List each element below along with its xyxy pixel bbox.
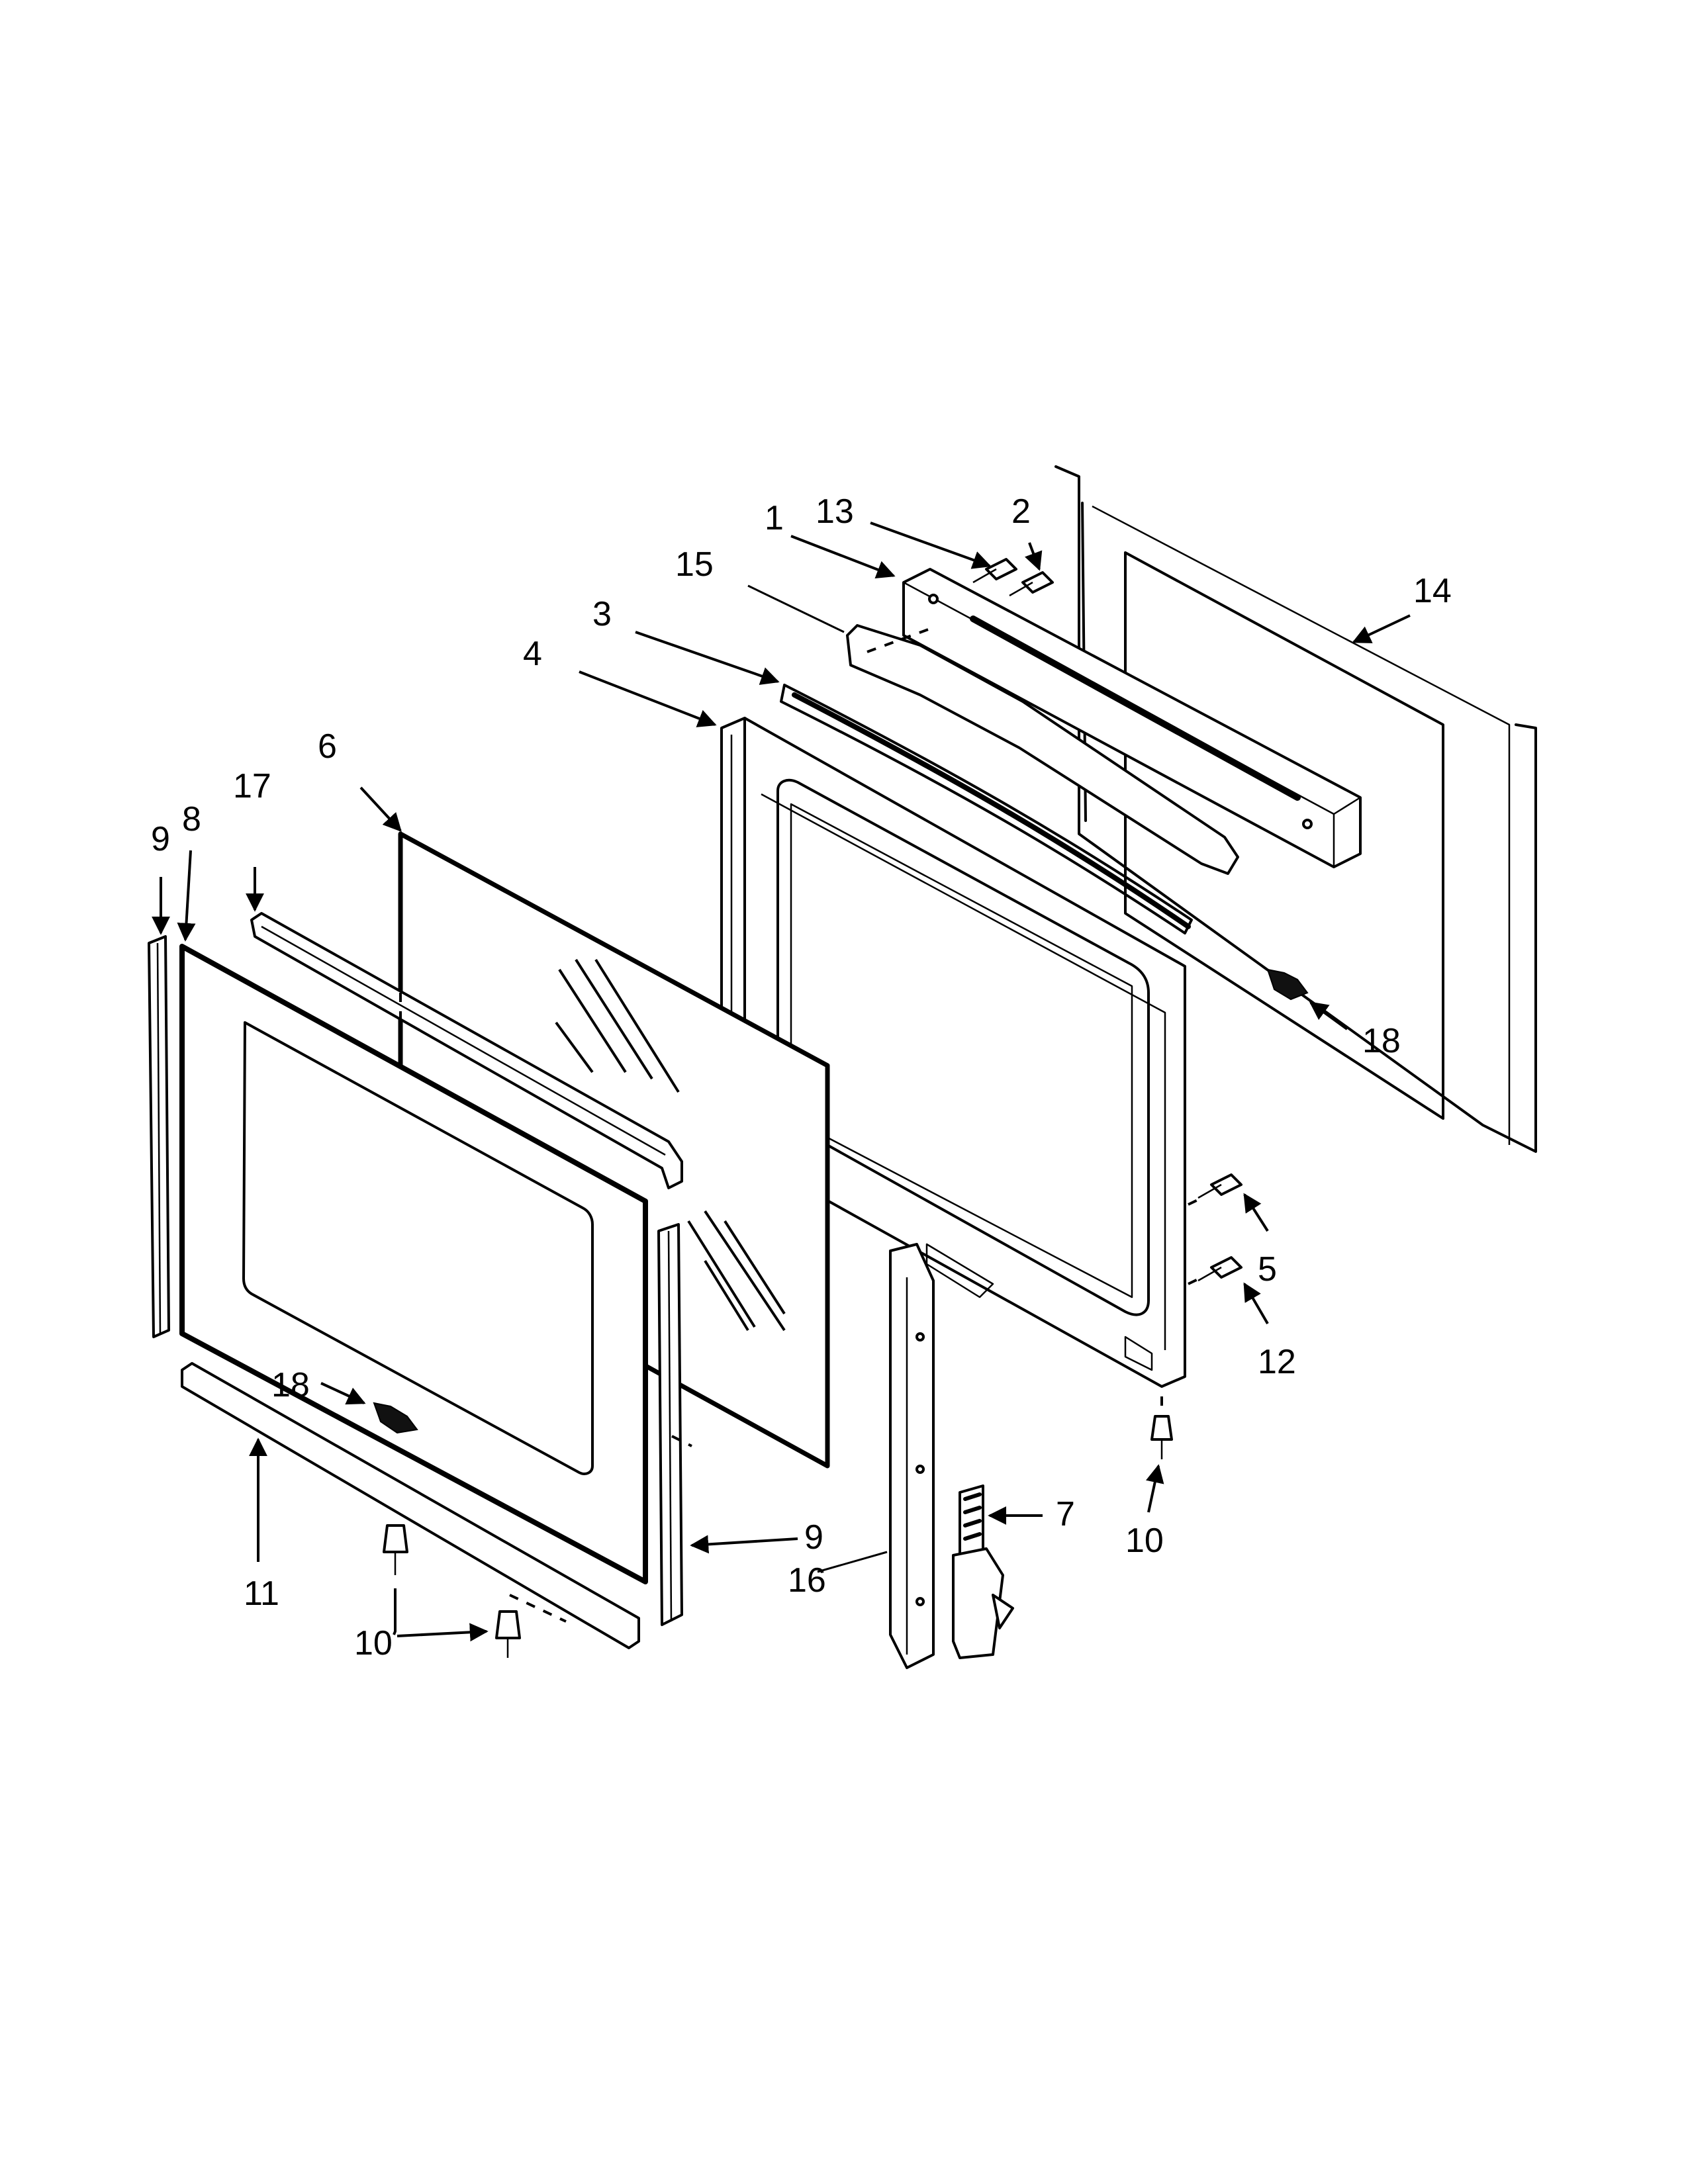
callout-5: 5 [1258, 1250, 1277, 1289]
callout-6: 6 [318, 727, 337, 766]
callout-8: 8 [182, 800, 201, 839]
callout-16: 16 [788, 1561, 826, 1600]
part-14-outer-door-panel [1055, 465, 1537, 1153]
callout-4: 4 [523, 635, 542, 673]
callout-12: 12 [1258, 1343, 1296, 1381]
part-9-right-side-trim [657, 1223, 683, 1626]
callout-3: 3 [592, 595, 612, 633]
part-2-screw [1009, 571, 1054, 597]
callout-9-left: 9 [151, 820, 170, 858]
part-18-logo-badge-lower [373, 1402, 418, 1434]
callout-2: 2 [1011, 492, 1031, 531]
part-15-trim-strip [846, 624, 1239, 875]
callout-labels: 13 2 1 15 14 3 4 6 17 9 8 18 5 12 18 10 … [151, 492, 1452, 1662]
callout-leaders [152, 522, 1411, 1642]
part-11-bottom-trim [181, 1362, 640, 1649]
assembly-guide-lines [399, 627, 1205, 1623]
part-5-screw [1197, 1173, 1243, 1199]
callout-14: 14 [1413, 572, 1452, 610]
part-7-hinge [952, 1484, 1014, 1659]
part-16-hinge-bracket [889, 1243, 935, 1669]
part-6-glass-pane [398, 831, 830, 1469]
part-9-left-side-trim [148, 935, 170, 1338]
callout-10-right: 10 [1125, 1522, 1164, 1560]
callout-9-right: 9 [804, 1518, 823, 1557]
callout-18-lower: 18 [271, 1366, 310, 1404]
part-18-logo-badge-upper [1266, 968, 1309, 1001]
callout-13: 13 [816, 492, 854, 531]
part-13-screw [972, 558, 1017, 584]
callout-10-bottom: 10 [354, 1624, 393, 1662]
part-3-handle-trim [780, 684, 1193, 934]
part-10-screw-bottom-a [383, 1524, 408, 1575]
part-1-handle-bar [902, 568, 1362, 868]
part-10-screw-bottom-b [495, 1610, 521, 1658]
part-17-top-trim [250, 912, 683, 1189]
callout-11: 11 [244, 1574, 279, 1613]
callout-18-upper: 18 [1362, 1022, 1401, 1060]
callout-17: 17 [233, 767, 271, 805]
part-12-screw [1197, 1256, 1243, 1282]
part-10-screw-right [1150, 1415, 1173, 1459]
callout-1: 1 [765, 499, 784, 537]
callout-15: 15 [675, 545, 714, 584]
callout-7: 7 [1056, 1495, 1075, 1533]
part-8-outer-glass-panel [179, 944, 648, 1584]
